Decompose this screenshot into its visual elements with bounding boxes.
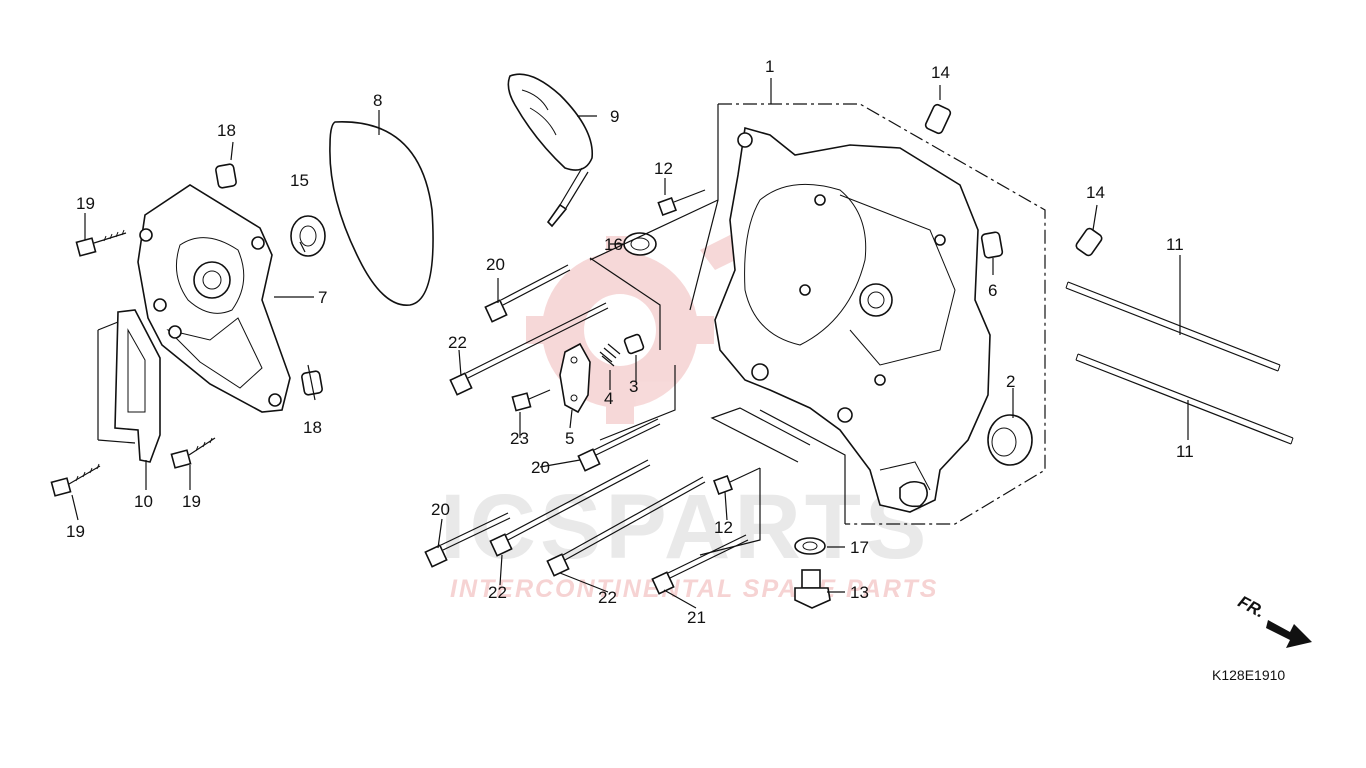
callout-14-b: 14: [1086, 183, 1105, 202]
bolt-group-leader-lines: [589, 257, 811, 556]
callout-18-a: 18: [217, 121, 236, 140]
part-19-bolt-b: [170, 437, 216, 469]
callout-23: 23: [510, 429, 529, 448]
callout-19-b: 19: [182, 492, 201, 511]
part-23-bolt: [511, 389, 551, 412]
callout-2: 2: [1006, 372, 1015, 391]
callout-22-a: 22: [448, 333, 467, 352]
callout-22-c: 22: [598, 588, 617, 607]
part-5-plate: [559, 342, 591, 414]
watermark-tagline: INTERCONTINENTAL SPARE PARTS: [450, 575, 938, 603]
part-22-bolt-c: [546, 476, 706, 577]
part-7-cover: [137, 184, 291, 413]
part-18-dowel-a: [215, 163, 237, 189]
part-15-oil-seal: [290, 215, 326, 257]
part-12-bolt-top: [657, 189, 706, 216]
callout-8: 8: [373, 91, 382, 110]
part-11-stud-b: [1075, 353, 1294, 445]
callout-21: 21: [687, 608, 706, 627]
callout-7: 7: [318, 288, 327, 307]
part-19-bolt-a: [75, 229, 127, 257]
part-11-stud-a: [1065, 281, 1281, 372]
callout-10: 10: [134, 492, 153, 511]
callout-18-b: 18: [303, 418, 322, 437]
callout-9: 9: [610, 107, 619, 126]
part-22-bolt-b: [489, 459, 651, 557]
watermark-brand: ICSPARTS: [440, 476, 930, 578]
callout-20-c: 20: [431, 500, 450, 519]
callout-12-b: 12: [714, 518, 733, 537]
callout-15: 15: [290, 171, 309, 190]
callout-17: 17: [850, 538, 869, 557]
callout-6: 6: [988, 281, 997, 300]
front-label: FR.: [1235, 592, 1268, 622]
part-19-bolt-c: [50, 463, 101, 497]
callout-14-a: 14: [931, 63, 950, 82]
part-8-o-ring: [329, 121, 434, 306]
part-9-dipstick: [507, 73, 593, 228]
callout-16: 16: [604, 235, 623, 254]
part-10-bracket: [114, 309, 161, 463]
callout-22-b: 22: [488, 583, 507, 602]
callout-11-b: 11: [1176, 442, 1194, 461]
callout-5: 5: [565, 429, 574, 448]
part-14-dowel-b: [1075, 227, 1103, 257]
callout-11-a: 11: [1166, 235, 1184, 254]
diagram-code: K128E1910: [1212, 667, 1285, 683]
front-direction-indicator: FR.: [1235, 592, 1312, 648]
part-20-bolt-b: [577, 418, 661, 472]
callout-19-a: 19: [76, 194, 95, 213]
part-1-crankcase: [714, 126, 991, 513]
part-20-bolt-a: [484, 264, 571, 323]
crankcase-group-outline: [718, 103, 1046, 525]
callout-leaders: [71, 78, 1189, 609]
callout-4: 4: [604, 389, 613, 408]
part-2-bearing: [987, 414, 1033, 466]
bracket-guide-line: [97, 321, 136, 444]
callout-13: 13: [850, 583, 869, 602]
part-20-bolt-c: [424, 512, 511, 568]
part-13-drain-bolt: [794, 569, 831, 609]
part-4-spring: [599, 343, 621, 367]
callout-20-b: 20: [531, 458, 550, 477]
callout-labels: 1 2 3 4 5 6 7 8 9 10 11 11 12 12 13 14 1…: [66, 57, 1194, 627]
part-6-dowel: [980, 231, 1004, 259]
crankcase-leader-lines: [589, 104, 846, 524]
callout-12-a: 12: [654, 159, 673, 178]
callout-20-a: 20: [486, 255, 505, 274]
part-12-bolt-lower: [713, 467, 761, 495]
front-arrow-icon: [1266, 620, 1312, 648]
callout-1: 1: [765, 57, 774, 76]
part-22-bolt-a: [449, 302, 609, 396]
part-3-plug: [623, 333, 645, 355]
part-14-dowel-a: [924, 103, 952, 135]
callout-19-c: 19: [66, 522, 85, 541]
callout-3: 3: [629, 377, 638, 396]
part-17-washer: [794, 537, 826, 555]
